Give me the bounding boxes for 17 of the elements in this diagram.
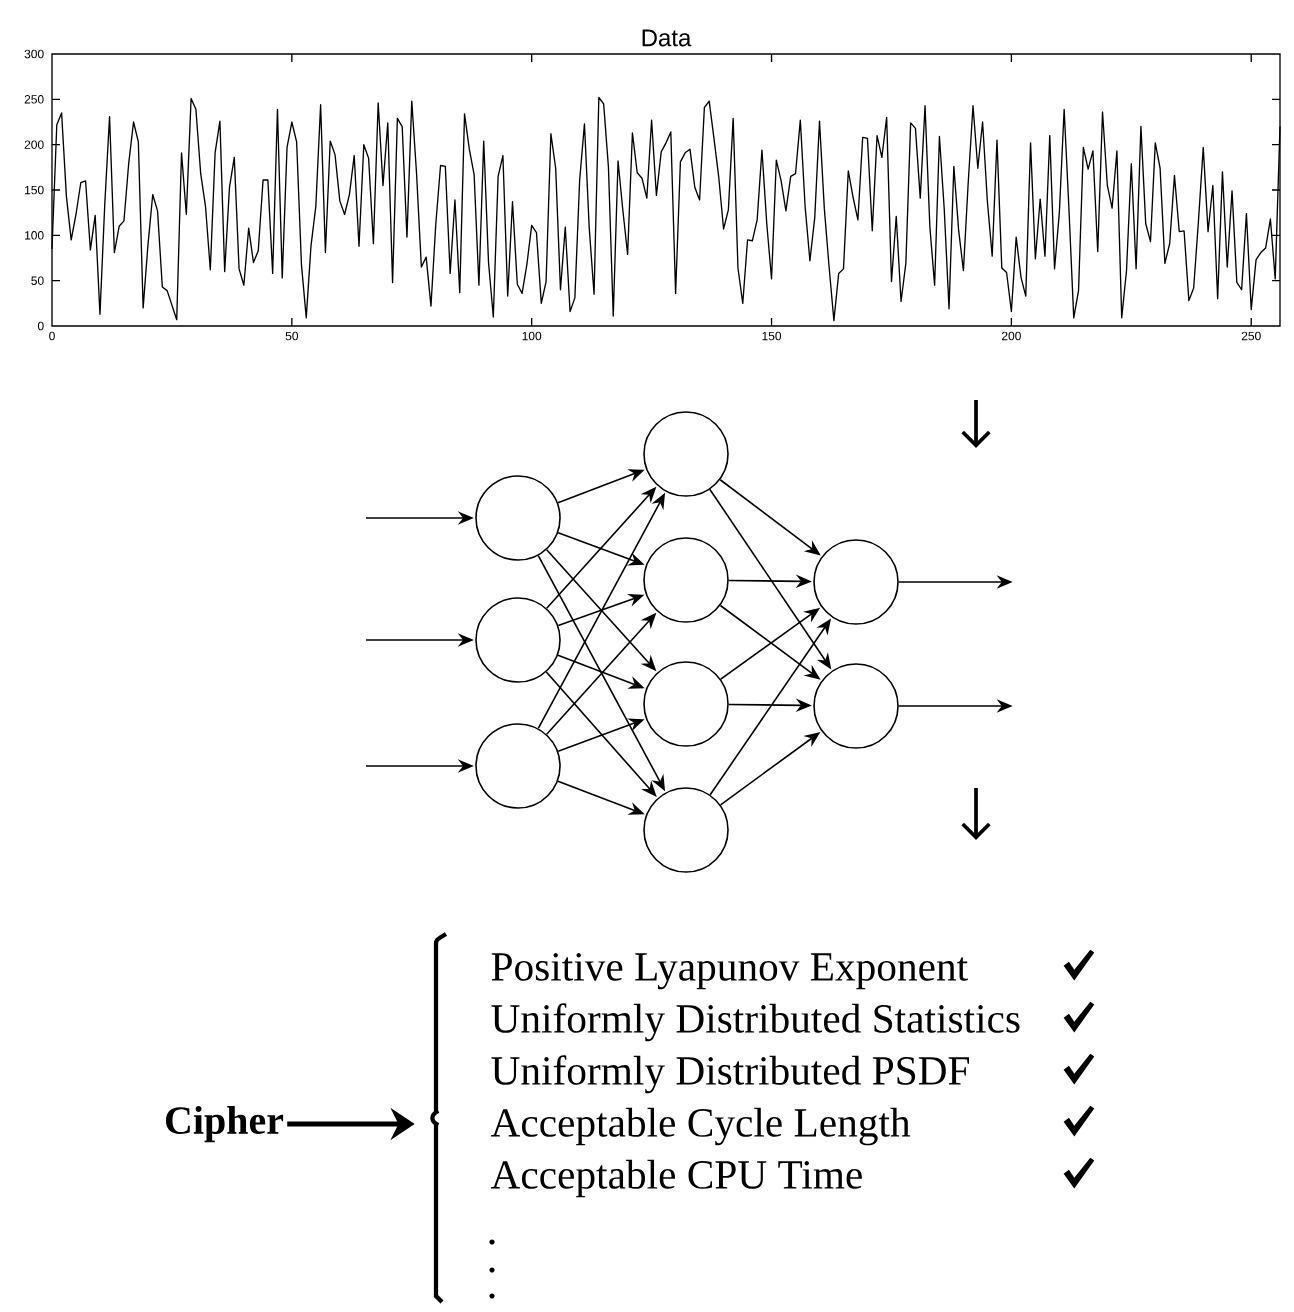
list-item: Uniformly Distributed Statistics	[491, 1003, 1020, 1042]
list-item: Positive Lyapunov Exponent	[491, 953, 968, 990]
list-item: Acceptable Cycle Length	[490, 1107, 911, 1146]
arrow	[545, 671, 657, 797]
neuron-circle	[643, 537, 729, 623]
neuron-circle	[475, 723, 561, 809]
list-item: Acceptable CPU Time	[490, 1159, 862, 1198]
neuron-circle	[643, 787, 729, 873]
neuron-circle	[813, 663, 899, 749]
neuron-circle	[475, 475, 561, 561]
chart-title: Data	[642, 29, 692, 47]
neuron-circle	[643, 411, 729, 497]
neuron-circle	[643, 661, 729, 747]
list-item: Uniformly Distributed PSDF	[491, 1055, 969, 1094]
neuron-circle	[475, 597, 561, 683]
label-text: Cipher	[165, 1105, 284, 1143]
neuron-circle	[813, 539, 899, 625]
